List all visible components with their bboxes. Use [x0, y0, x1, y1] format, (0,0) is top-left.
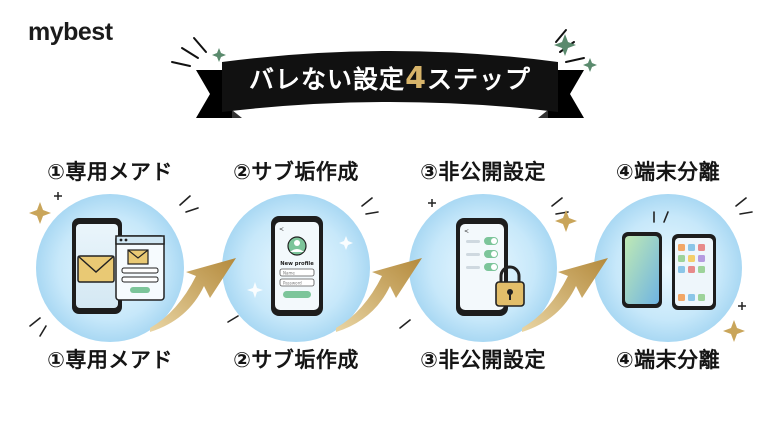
svg-text:<: <	[464, 228, 469, 235]
mybest-logo: mybest	[28, 18, 113, 46]
step-4-title-bottom: ④端末分離	[615, 348, 721, 372]
banner-title: バレない設定4ステップ	[200, 60, 580, 96]
email-illustration	[72, 218, 165, 314]
step-4-title-top: ④端末分離	[615, 160, 721, 184]
device-separation-illustration	[622, 232, 716, 310]
privacy-illustration: <	[456, 218, 525, 316]
svg-text:<: <	[279, 226, 284, 233]
step-2-title-bottom: ②サブ垢作成	[233, 348, 359, 372]
title-banner	[171, 29, 585, 118]
step-3-title-top: ③非公開設定	[420, 160, 546, 184]
banner-suffix: ステップ	[426, 65, 531, 94]
step-1-title-top: ①専用メアド	[47, 160, 173, 184]
banner-prefix: バレない設定	[249, 65, 406, 94]
step-2-title-top: ②サブ垢作成	[233, 160, 359, 184]
profile-title: New profile	[280, 261, 314, 267]
new-profile-illustration: < New profile Name Password	[271, 216, 323, 316]
sparkle-icons	[212, 34, 597, 72]
step-1-title-bottom: ①専用メアド	[47, 348, 173, 372]
banner-number: 4	[405, 61, 427, 96]
name-field: Name	[283, 271, 295, 276]
password-field: Password	[283, 281, 302, 286]
step-3-title-bottom: ③非公開設定	[420, 348, 546, 372]
step-arrows	[150, 258, 608, 332]
